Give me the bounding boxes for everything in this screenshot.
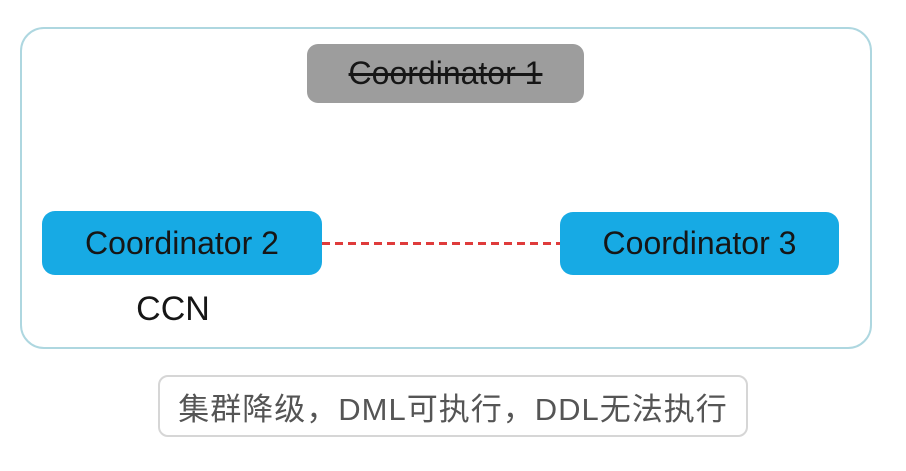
node-coordinator-3: Coordinator 3 xyxy=(560,212,839,275)
coordinator-failover-dashed-link xyxy=(322,242,560,245)
node-coordinator-2-label: Coordinator 2 xyxy=(85,224,279,261)
node-coordinator-1-label: Coordinator 1 xyxy=(348,55,543,91)
node-coordinator-3-label: Coordinator 3 xyxy=(602,225,797,261)
node-coordinator-2: Coordinator 2 xyxy=(42,211,322,275)
ccn-label: CCN xyxy=(136,290,210,328)
cluster-panel: Coordinator 1 Coordinator 2 Coordinator … xyxy=(20,27,872,349)
caption-box: 集群降级，DML可执行，DDL无法执行 xyxy=(158,375,748,437)
caption-text: 集群降级，DML可执行，DDL无法执行 xyxy=(178,391,728,427)
node-coordinator-1: Coordinator 1 xyxy=(307,44,584,103)
